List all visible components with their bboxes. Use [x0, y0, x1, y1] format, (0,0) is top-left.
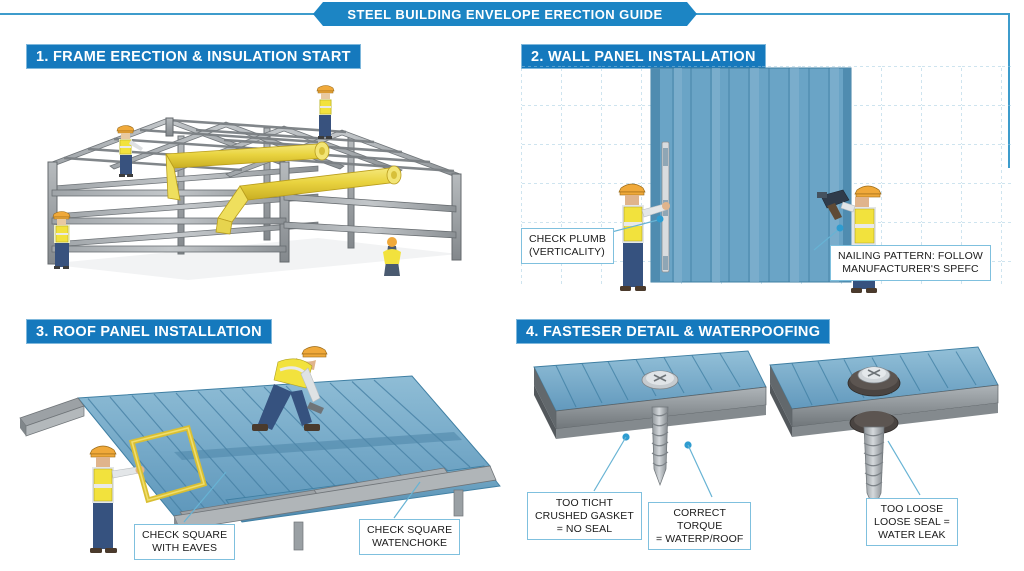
callout-check-square-watenchoke: CHECK SQUARE WATENCHOKE [359, 519, 461, 555]
callout-too-tight: TOO TICHT CRUSHED GASKET = NO SEAL [527, 492, 642, 541]
worker-figure [252, 346, 328, 431]
section-4-title: 4. FASTESER DETAIL & WATERPOOFING [526, 323, 821, 340]
screw-shank [863, 426, 885, 510]
section-2-title: 2. WALL PANEL INSTALLATION [531, 48, 756, 65]
screw-shank [651, 406, 669, 486]
screw-head [847, 366, 901, 397]
callout-correct-torque: CORRECT TORQUE = WATERP/ROOF [648, 502, 752, 551]
document-title-banner: STEEL BUILDING ENVELOPE ERECTION GUIDE [313, 2, 697, 26]
section-header-2: 2. WALL PANEL INSTALLATION [521, 44, 766, 69]
worker-figure [316, 85, 335, 139]
callout-check-plumb: CHECK PLUMB (VERTICALITY) [521, 228, 614, 264]
illustration-roof-panel [14, 340, 504, 560]
section-1-title: 1. FRAME ERECTION & INSULATION START [36, 48, 351, 65]
worker-figure [52, 211, 71, 269]
worker-figure [89, 445, 145, 553]
document-title: STEEL BUILDING ENVELOPE ERECTION GUIDE [347, 6, 663, 22]
callout-nailing-pattern: NAILING PATTERN: FOLLOW MANUFACTURER'S S… [830, 245, 991, 281]
drill-icon [817, 189, 850, 220]
detail-too-tight [533, 350, 767, 498]
detail-too-loose [769, 346, 999, 510]
section-3-title: 3. ROOF PANEL INSTALLATION [36, 323, 262, 340]
illustration-frame-erection [18, 66, 488, 288]
section-header-4: 4. FASTESER DETAIL & WATERPOOFING [516, 319, 831, 344]
illustration-fastener-detail [516, 345, 1016, 560]
section-header-3: 3. ROOF PANEL INSTALLATION [26, 319, 272, 344]
gasket-washer [849, 411, 899, 435]
worker-figure [116, 125, 143, 177]
section-header-1: 1. FRAME ERECTION & INSULATION START [26, 44, 361, 69]
callout-too-loose: TOO LOOSE LOOSE SEAL = WATER LEAK [866, 498, 958, 547]
callout-check-square-eaves: CHECK SQUARE WITH EAVES [134, 524, 236, 560]
worker-figure [383, 237, 401, 276]
screw-head [641, 370, 679, 390]
